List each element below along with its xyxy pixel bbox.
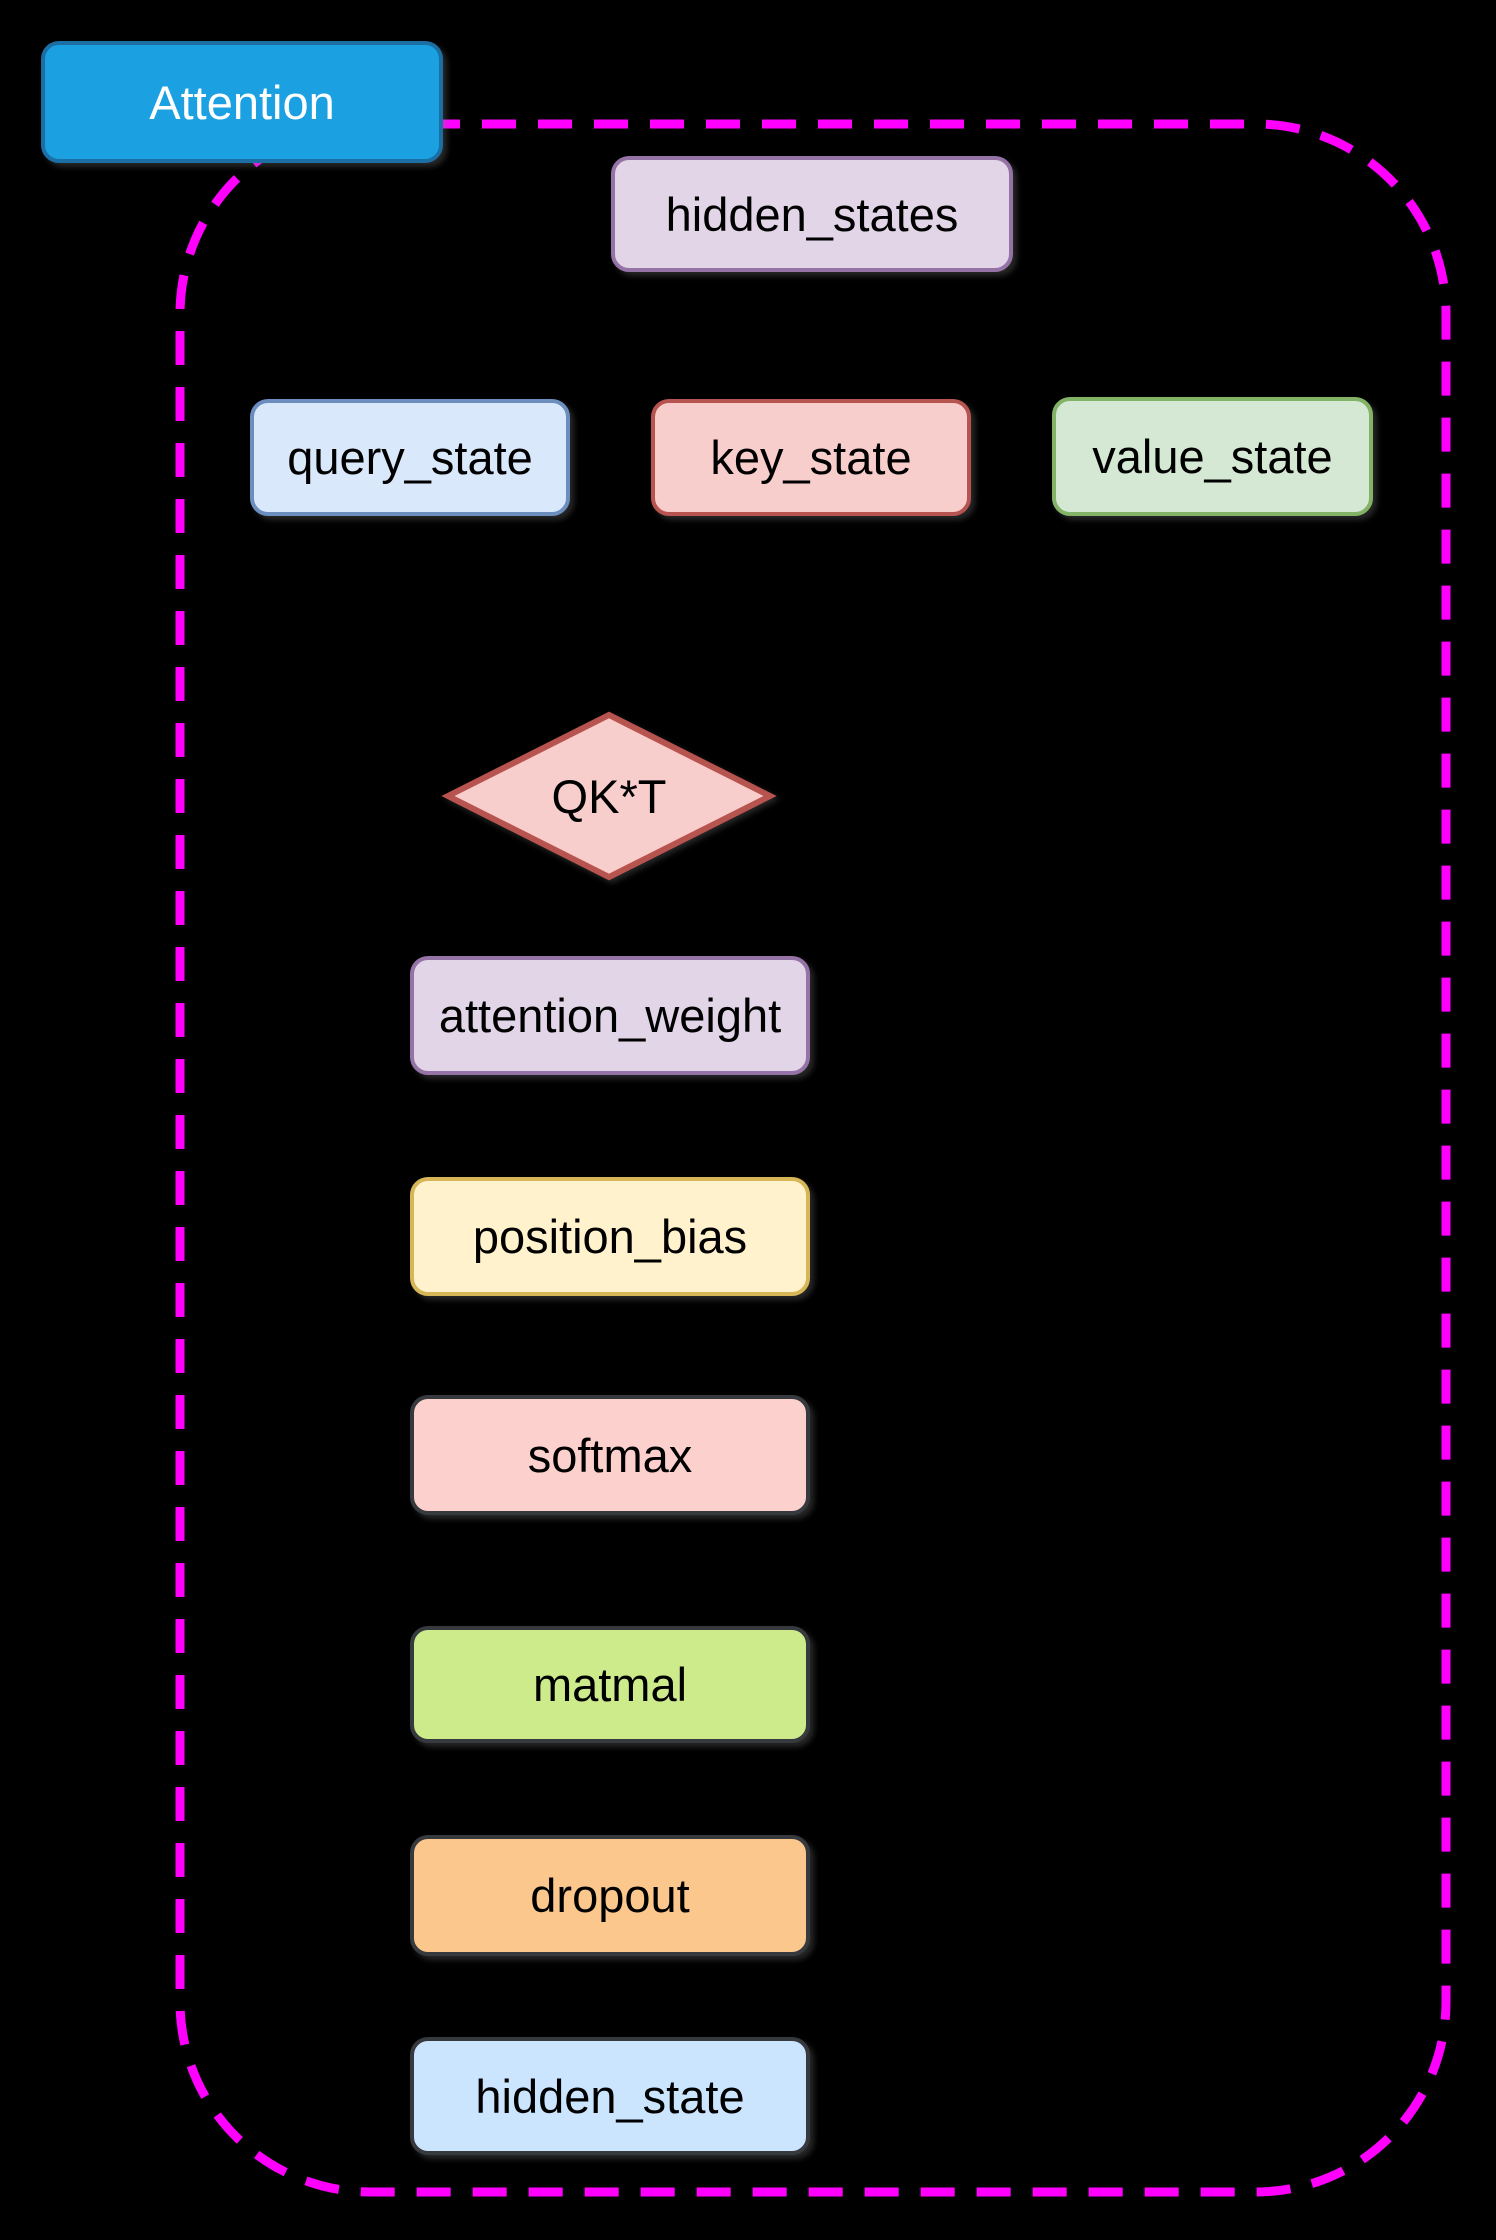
node-label: hidden_states — [665, 187, 959, 241]
attention-group-border[interactable] — [175, 119, 1451, 2197]
node-label: key_state — [710, 431, 912, 484]
node-hidden-state[interactable]: hidden_state — [410, 2037, 810, 2155]
node-dropout[interactable]: dropout — [410, 1835, 810, 1956]
node-label: query_state — [287, 431, 533, 484]
node-label: softmax — [527, 1428, 693, 1482]
node-label: position_bias — [472, 1210, 748, 1263]
node-matmal[interactable]: matmal — [410, 1626, 810, 1743]
node-label: matmal — [532, 1658, 688, 1711]
attention-title-node[interactable]: Attention — [41, 41, 443, 163]
node-softmax[interactable]: softmax — [410, 1395, 810, 1515]
node-key-state[interactable]: key_state — [651, 399, 971, 516]
node-attention-weight[interactable]: attention_weight — [410, 956, 810, 1075]
node-qkt-label: QK*T — [551, 769, 667, 823]
attention-title-label: Attention — [149, 75, 335, 129]
node-qkt-diamond[interactable] — [441, 711, 777, 881]
node-hidden-states[interactable]: hidden_states — [611, 156, 1013, 272]
node-position-bias[interactable]: position_bias — [410, 1177, 810, 1296]
node-label: hidden_state — [475, 2069, 745, 2123]
node-label: attention_weight — [438, 989, 782, 1042]
node-label: dropout — [530, 1869, 690, 1922]
node-label: value_state — [1092, 430, 1333, 483]
node-value-state[interactable]: value_state — [1052, 397, 1373, 516]
node-query-state[interactable]: query_state — [250, 399, 570, 516]
